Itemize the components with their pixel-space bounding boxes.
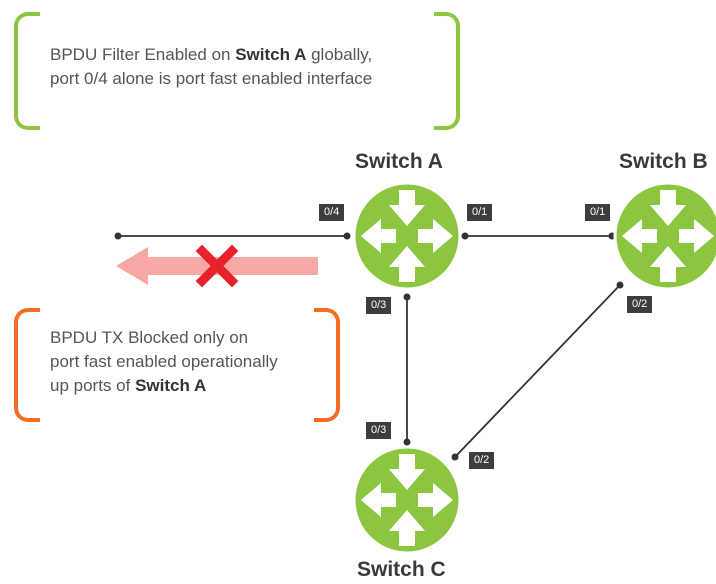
blocked-note-text: BPDU TX Blocked only on port fast enable…	[50, 326, 330, 398]
filter-note-switch-a: Switch A	[235, 45, 307, 64]
port-tag-a-03: 0/3	[366, 297, 392, 314]
port-tag-a-01: 0/1	[467, 204, 493, 221]
port-tag-c-03: 0/3	[366, 422, 392, 439]
blocked-note-bracket-left	[14, 308, 40, 422]
link-b-c	[454, 284, 621, 458]
link-a-04-endpoint-left	[114, 232, 122, 240]
link-b-c-endpoint-b	[616, 281, 624, 289]
blocked-note-bracket-right	[314, 308, 340, 422]
filter-note-bracket-right	[434, 12, 460, 130]
filter-note-prefix: BPDU Filter Enabled on	[50, 45, 236, 64]
filter-note-line2: port 0/4 alone is port fast enabled inte…	[50, 69, 373, 88]
filter-note-bracket-left	[14, 12, 40, 130]
switch-b-icon	[613, 181, 716, 291]
blocked-note-prefix: up ports of	[50, 376, 136, 395]
port-tag-c-02: 0/2	[469, 452, 495, 469]
link-a-b-endpoint-a	[461, 232, 469, 240]
port-tag-a-04: 0/4	[319, 204, 345, 221]
red-x-icon	[195, 244, 239, 288]
port-tag-b-02: 0/2	[627, 296, 653, 313]
filter-note-line1: BPDU Filter Enabled on Switch A globally…	[50, 43, 450, 67]
switch-c-label: Switch C	[357, 558, 446, 581]
switch-a-label: Switch A	[355, 150, 443, 173]
switch-c-icon	[352, 445, 462, 555]
link-a-04-endpoint-right	[343, 232, 351, 240]
blocked-note-line2: port fast enabled operationally	[50, 352, 278, 371]
switch-a-icon	[352, 181, 462, 291]
blocked-note-line3: up ports of Switch A	[50, 374, 330, 398]
filter-note-text: BPDU Filter Enabled on Switch A globally…	[50, 43, 450, 91]
switch-b-label: Switch B	[619, 150, 708, 173]
link-a-c-endpoint-c	[403, 438, 411, 446]
filter-note-suffix: globally,	[306, 45, 373, 64]
link-b-c-endpoint-c	[451, 453, 459, 461]
link-a-c-endpoint-a	[403, 293, 411, 301]
left-arrow-icon	[116, 247, 318, 285]
blocked-note-switch-a: Switch A	[135, 376, 207, 395]
port-tag-b-01: 0/1	[585, 204, 611, 221]
blocked-note-line1: BPDU TX Blocked only on	[50, 328, 249, 347]
